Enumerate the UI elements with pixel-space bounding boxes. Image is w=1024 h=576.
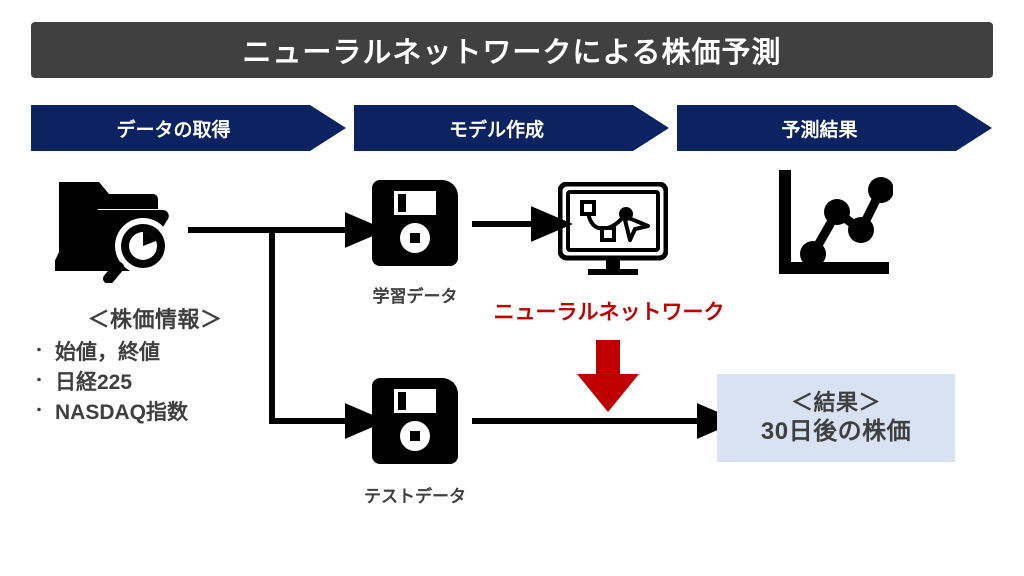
- floppy-disk-icon: [372, 378, 458, 464]
- phase-label: 予測結果: [781, 119, 858, 141]
- test-data-label: テストデータ: [364, 487, 466, 506]
- bullet-icon: ・: [32, 371, 46, 388]
- neural-network-caption: ニューラルネットワーク: [493, 301, 725, 324]
- list-item: ・ 日経225: [30, 368, 280, 398]
- list-item-label: 始値，終値: [55, 341, 160, 364]
- bullet-icon: ・: [32, 401, 46, 418]
- list-item: ・ NASDAQ指数: [30, 398, 280, 428]
- monitor-pen-tool-icon: [557, 181, 669, 278]
- list-item: ・ 始値，終値: [30, 338, 280, 368]
- page-title: ニューラルネットワークによる株価予測: [242, 37, 782, 69]
- page-title-bar: ニューラルネットワークによる株価予測: [31, 22, 993, 78]
- result-value: 30日後の株価: [760, 417, 912, 445]
- stock-info-block: ＜株価情報＞ ・ 始値，終値 ・ 日経225 ・ NASDAQ指数: [30, 302, 280, 427]
- phase-label: モデル作成: [448, 119, 544, 141]
- phase-label: データの取得: [116, 119, 231, 141]
- result-heading: ＜結果＞: [790, 389, 881, 415]
- result-box: ＜結果＞ 30日後の株価: [717, 374, 955, 462]
- phase-banner-model-creation[interactable]: モデル作成: [354, 105, 669, 151]
- red-down-arrow-icon: [570, 340, 646, 418]
- bullet-icon: ・: [32, 342, 46, 358]
- training-data-label: 学習データ: [372, 287, 458, 306]
- line-chart-icon: [775, 168, 894, 280]
- phase-banner-prediction-result[interactable]: 予測結果: [677, 105, 992, 151]
- phase-banner-data-acquisition[interactable]: データの取得: [31, 105, 346, 151]
- floppy-disk-icon: [372, 180, 458, 266]
- folder-search-icon: [50, 168, 185, 285]
- stock-info-heading: ＜株価情報＞: [87, 307, 223, 332]
- list-item-label: NASDAQ指数: [55, 400, 189, 424]
- list-item-label: 日経225: [55, 370, 133, 394]
